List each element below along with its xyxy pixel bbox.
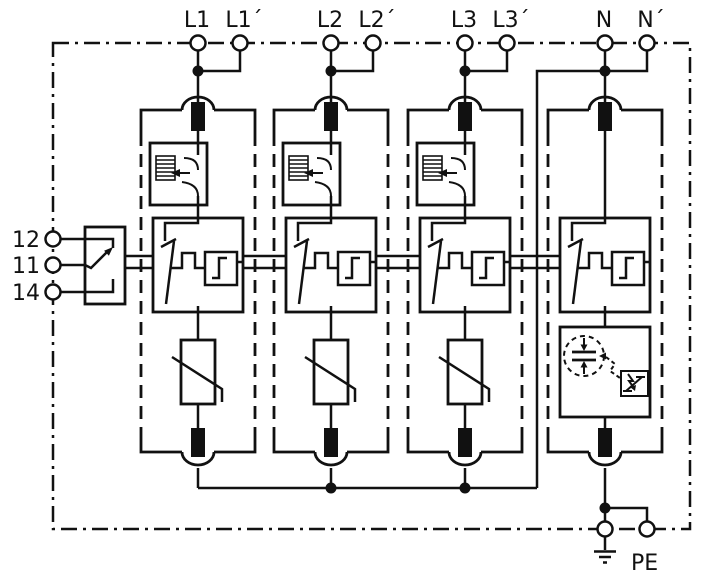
- terminal-l3: [456, 34, 474, 52]
- terminal-l2-prime: [364, 34, 382, 52]
- terminal-n-prime: [638, 34, 656, 52]
- triggered-spark-gap-icon: [563, 335, 649, 397]
- unit-l2: [274, 51, 388, 489]
- unit-n-pe: [546, 49, 664, 529]
- terminal-l1: [189, 34, 207, 52]
- remote-signaling-contact: [60, 225, 127, 306]
- terminal-n: [596, 34, 614, 52]
- mechanical-coupling-bus: [125, 254, 560, 270]
- label-l2-prime: L2´: [358, 8, 395, 33]
- terminal-pe-2: [638, 520, 656, 538]
- label-n-prime: N´: [637, 8, 664, 33]
- terminal-11: [44, 256, 62, 274]
- label-l1: L1: [184, 8, 210, 33]
- junction-dots: [192, 65, 611, 514]
- label-l3-prime: L3´: [492, 8, 529, 33]
- terminal-l1-prime: [231, 34, 249, 52]
- label-n: N: [596, 8, 612, 33]
- unit-l3: [408, 51, 522, 489]
- terminal-12: [44, 230, 62, 248]
- label-11: 11: [12, 254, 40, 279]
- terminal-14: [44, 283, 62, 301]
- label-l1-prime: L1´: [225, 8, 262, 33]
- label-l2: L2: [317, 8, 343, 33]
- unit-l1: [141, 51, 255, 489]
- terminal-labels: L1 L1´ L2 L2´ L3 L3´ N N´ 12 11 14 PE: [12, 8, 665, 575]
- device-enclosure-border: [51, 41, 692, 531]
- label-l3: L3: [451, 8, 477, 33]
- terminal-pe-1: [596, 520, 614, 538]
- top-terminal-wiring: [198, 50, 649, 488]
- terminal-circles: [44, 34, 656, 538]
- terminal-l3-prime: [498, 34, 516, 52]
- label-12: 12: [12, 228, 40, 253]
- earth-ground-icon: [594, 536, 616, 564]
- label-pe: PE: [631, 551, 658, 575]
- label-14: 14: [12, 281, 40, 306]
- terminal-l2: [322, 34, 340, 52]
